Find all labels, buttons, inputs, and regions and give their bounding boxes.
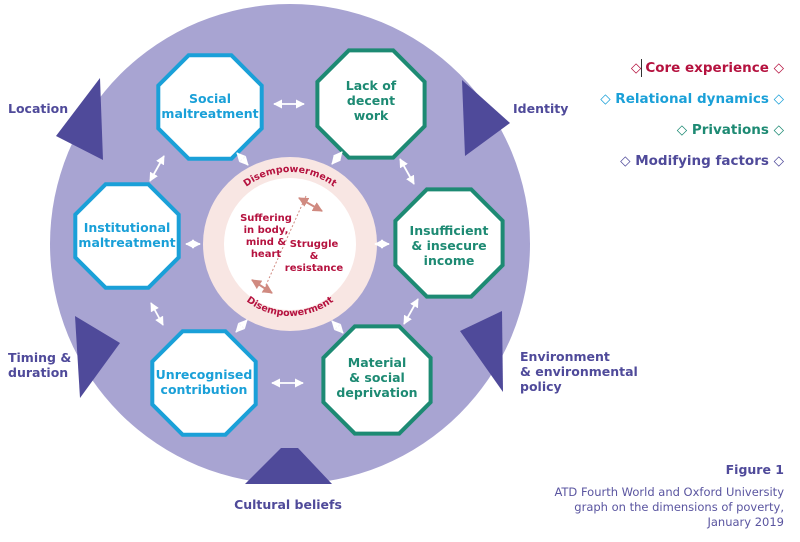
core-divider [261,195,307,295]
diamond-icon: ◇ [773,122,784,138]
core-arrow-bottom [251,279,273,294]
core-center [224,178,356,310]
legend-relational-label: Relational dynamics [615,91,769,107]
legend-relational-dynamics: ◇ Relational dynamics ◇ [600,89,784,120]
arrow-unrecognised-core [235,319,248,333]
legend-modifying-label: Modifying factors [635,153,769,169]
figure-caption: Figure 1 ATD Fourth World and Oxford Uni… [539,462,784,530]
arrow-work-core [331,151,343,165]
triangle-cultural [245,448,332,484]
diamond-icon: ◇ [773,60,784,76]
legend: ◇Core experience ◇ ◇ Relational dynamics… [600,58,784,182]
arrow-work-income [399,158,415,185]
figure-number: Figure 1 [725,462,784,477]
diamond-icon: ◇ [620,153,631,169]
legend-core-experience: ◇Core experience ◇ [600,58,784,89]
diamond-icon: ◇ [773,153,784,169]
legend-modifying-factors: ◇ Modifying factors ◇ [600,151,784,182]
arrow-institutional-unrecognised [150,302,164,326]
timing-label: Timing &duration [8,350,71,380]
triangle-environment [460,311,503,392]
arrow-social-core [236,152,249,166]
white-arrows [149,99,419,388]
arrow-deprivation-core [331,320,344,334]
diamond-icon: ◇ [773,91,784,107]
arrow-social-institutional [149,155,165,182]
legend-divider [641,59,643,77]
location-label: Location [8,101,68,116]
cultural-beliefs-label: Cultural beliefs [234,497,342,512]
legend-privations-label: Privations [691,122,769,138]
diamond-icon: ◇ [630,60,642,76]
arrow-income-deprivation [403,298,419,325]
diamond-icon: ◇ [600,91,611,107]
identity-label: Identity [513,101,568,116]
core-arrow-top [298,197,323,212]
legend-core-label: Core experience [645,60,769,76]
legend-privations: ◇ Privations ◇ [600,120,784,151]
struggle-label: Struggle&resistance [285,239,344,274]
triangle-identity [462,80,510,156]
triangle-location [56,78,103,160]
figure-description: ATD Fourth World and Oxford University g… [554,485,784,529]
diamond-icon: ◇ [676,122,688,138]
triangle-timing [75,316,120,398]
